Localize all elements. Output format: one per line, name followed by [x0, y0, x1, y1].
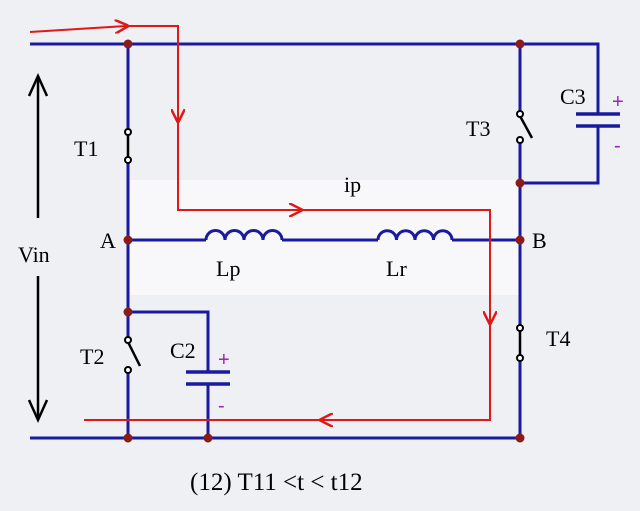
current-path-right-down	[300, 209, 490, 322]
label-c3: C3	[560, 84, 586, 109]
label-t3: T3	[466, 116, 490, 141]
wires	[30, 42, 600, 440]
c2-plus-sign: +	[218, 349, 230, 371]
switch-t3	[516, 110, 534, 144]
label-c2: C2	[170, 338, 196, 363]
inductor-lr	[376, 229, 454, 241]
c2-top-wire	[128, 310, 210, 372]
label-t1: T1	[74, 136, 98, 161]
node-bottom-left	[123, 433, 133, 443]
switch-t1	[124, 128, 132, 164]
highlight-band	[130, 180, 520, 295]
node-c2-tap	[123, 307, 133, 317]
current-arrow-in	[29, 26, 126, 32]
label-lr: Lr	[386, 256, 407, 281]
node-bottom-right	[515, 433, 525, 443]
node-c2-bottom	[203, 433, 213, 443]
node-top-right	[515, 39, 525, 49]
c2-minus-sign: -	[218, 395, 225, 417]
c3-bottom-wire	[520, 126, 600, 185]
capacitor-c3	[576, 112, 620, 128]
current-path-bottom-left	[322, 322, 491, 420]
label-lp: Lp	[216, 256, 240, 281]
label-ip: ip	[344, 172, 361, 197]
label-node-b: B	[532, 228, 547, 253]
capacitor-c2	[186, 370, 230, 386]
label-node-a: A	[100, 228, 116, 253]
c3-minus-sign: -	[614, 135, 621, 157]
label-vin: Vin	[18, 242, 50, 267]
inductor-lp	[204, 229, 284, 241]
c3-top-wire	[520, 42, 600, 114]
nodes	[123, 39, 525, 443]
node-c3-tap	[515, 178, 525, 188]
current-path	[29, 26, 491, 420]
switch-t4	[516, 324, 524, 362]
c3-plus-sign: +	[612, 91, 624, 113]
diagram-caption: (12) T11 <t < t12	[190, 469, 363, 496]
switch-t2	[124, 336, 142, 374]
vin-arrow	[27, 72, 49, 424]
label-t4: T4	[546, 326, 570, 351]
node-top-left	[123, 39, 133, 49]
label-t2: T2	[80, 344, 104, 369]
node-a	[123, 235, 133, 245]
node-b	[515, 235, 525, 245]
